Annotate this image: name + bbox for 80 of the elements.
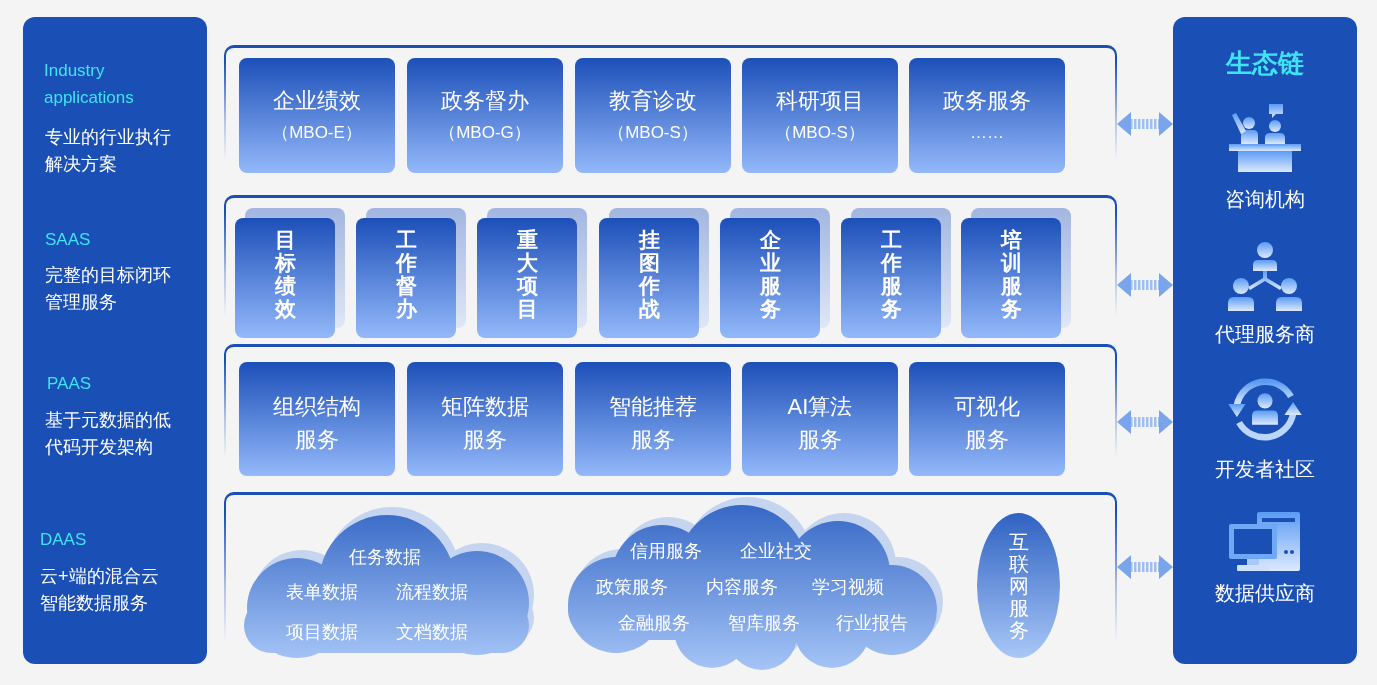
double-arrow — [1117, 410, 1173, 434]
oval-label: 互联网服务 — [1008, 530, 1029, 641]
double-arrow — [1117, 273, 1173, 297]
module-title: 教育诊改 — [609, 87, 697, 115]
application-module — [239, 58, 395, 173]
cloud-item: 企业社交 — [740, 540, 812, 563]
module-code: …… — [970, 122, 1004, 144]
application-module — [407, 58, 563, 173]
cloud-item: 文档数据 — [396, 621, 468, 644]
service-card — [599, 218, 699, 338]
service-card — [235, 218, 335, 338]
layer-name: PAAS — [47, 373, 92, 395]
service-card — [841, 218, 941, 338]
card-label: 企业服务 — [759, 228, 781, 323]
service-card — [356, 218, 456, 338]
platform-service-module — [909, 362, 1065, 476]
cloud-item: 学习视频 — [812, 576, 884, 599]
cloud-item: 政策服务 — [596, 576, 668, 599]
partner-label: 代理服务商 — [1215, 322, 1315, 347]
card-label: 工作服务 — [880, 228, 902, 323]
layer-description: 专业的行业执行解决方案 — [45, 126, 172, 176]
side-panel — [23, 17, 207, 664]
cloud-item: 表单数据 — [286, 581, 358, 604]
application-module — [909, 58, 1065, 173]
layer-name: Industry applications — [44, 60, 135, 109]
double-arrow — [1117, 555, 1173, 579]
partner-label: 数据供应商 — [1215, 581, 1315, 606]
module-title: 科研项目 — [776, 87, 864, 115]
platform-service-module — [575, 362, 731, 476]
cloud-item: 任务数据 — [349, 546, 421, 569]
platform-service-module — [407, 362, 563, 476]
double-arrow — [1117, 112, 1173, 136]
layer-description: 基于元数据的低代码开发架构 — [45, 409, 172, 459]
service-name: 服务 — [965, 426, 1009, 454]
layer-description: 完整的目标闭环管理服务 — [45, 264, 172, 314]
cloud-item: 金融服务 — [618, 612, 690, 635]
ecosystem-panel — [1173, 17, 1357, 664]
service-name: 服务 — [631, 426, 675, 454]
platform-service-module — [742, 362, 898, 476]
layer-description: 云+端的混合云智能数据服务 — [40, 565, 160, 615]
layer-name: SAAS — [45, 229, 91, 251]
service-name: 智能推荐 — [609, 393, 697, 421]
panel-title: 生态链 — [1226, 47, 1304, 80]
cloud-item: 行业报告 — [836, 612, 908, 635]
service-name: 矩阵数据 — [441, 393, 529, 421]
service-name: AI算法 — [787, 393, 853, 421]
module-code: （MBO-S） — [775, 122, 865, 144]
partner-label: 咨询机构 — [1225, 187, 1305, 212]
module-code: （MBO-G） — [439, 122, 531, 144]
service-card — [720, 218, 820, 338]
cloud-item: 内容服务 — [706, 576, 778, 599]
service-name: 服务 — [798, 426, 842, 454]
card-label: 目标绩效 — [274, 228, 296, 323]
card-label: 挂图作战 — [638, 228, 660, 323]
partner-label: 开发者社区 — [1215, 457, 1315, 482]
service-card — [961, 218, 1061, 338]
application-module — [575, 58, 731, 173]
cloud-item: 流程数据 — [396, 581, 468, 604]
card-label: 工作督办 — [395, 228, 417, 323]
service-name: 服务 — [295, 426, 339, 454]
service-name: 可视化 — [954, 393, 1020, 421]
layer-frame — [224, 344, 1117, 478]
module-title: 政务服务 — [943, 87, 1031, 115]
card-label: 重大项目 — [516, 228, 538, 323]
layer-frame — [224, 195, 1117, 338]
service-name: 组织结构 — [273, 393, 361, 421]
module-title: 企业绩效 — [273, 87, 361, 115]
module-title: 政务督办 — [441, 87, 529, 115]
service-card — [477, 218, 577, 338]
cloud-item: 项目数据 — [286, 621, 358, 644]
service-name: 服务 — [463, 426, 507, 454]
layer-name: DAAS — [40, 529, 87, 551]
cloud-item: 信用服务 — [630, 540, 702, 563]
module-code: （MBO-E） — [272, 122, 362, 144]
card-label: 培训服务 — [1000, 228, 1022, 323]
platform-service-module — [239, 362, 395, 476]
module-code: （MBO-S） — [608, 122, 698, 144]
layer-frame — [224, 492, 1117, 668]
cloud-item: 智库服务 — [728, 612, 800, 635]
application-module — [742, 58, 898, 173]
